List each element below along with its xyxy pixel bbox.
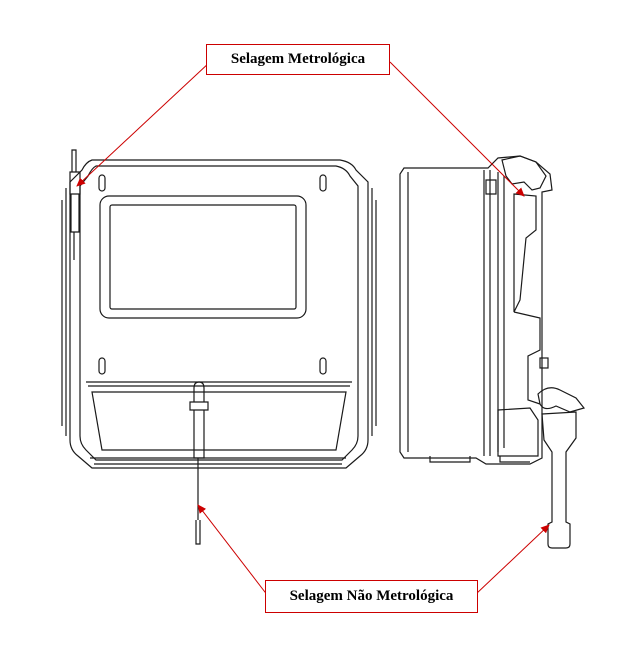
side-body-back xyxy=(407,170,491,456)
side-view xyxy=(399,155,586,549)
metrological-seal-label: Selagem Metrológica xyxy=(206,44,390,75)
side-lens-profile xyxy=(513,193,537,313)
leader-nonmetro-side xyxy=(475,524,550,595)
front-slot-bottom-left xyxy=(98,357,106,375)
front-housing-inner xyxy=(79,165,359,461)
side-body-outline xyxy=(399,155,553,465)
front-view xyxy=(61,149,377,545)
front-left-ridge xyxy=(61,188,67,436)
side-hinge xyxy=(537,387,586,413)
side-top-seal xyxy=(485,155,547,195)
front-right-ridge xyxy=(371,188,377,436)
side-mid-panel xyxy=(513,311,541,405)
non-metrological-seal-label: Selagem Não Metrológica xyxy=(265,580,478,613)
leader-lines xyxy=(76,61,550,597)
display-window-inner xyxy=(109,204,297,310)
front-metro-seal xyxy=(69,149,81,260)
front-nonmetro-seal xyxy=(189,381,209,545)
terminal-cover-line xyxy=(86,381,352,387)
side-tab xyxy=(539,357,549,369)
side-front-edge xyxy=(497,172,505,452)
leader-metro-front xyxy=(76,61,211,187)
leader-metro-side xyxy=(389,61,525,197)
display-window-outer xyxy=(99,195,307,319)
leader-nonmetro-front xyxy=(197,504,269,597)
side-seal-lever xyxy=(541,411,577,549)
side-base-feet xyxy=(429,456,530,463)
front-slot-top-left xyxy=(98,174,106,192)
front-slot-bottom-right xyxy=(319,357,327,375)
front-base xyxy=(90,457,346,465)
front-slot-top-right xyxy=(319,174,327,192)
front-housing-outline xyxy=(69,159,369,469)
terminal-cover-bevel xyxy=(91,391,347,451)
side-terminal-cover xyxy=(497,407,539,457)
